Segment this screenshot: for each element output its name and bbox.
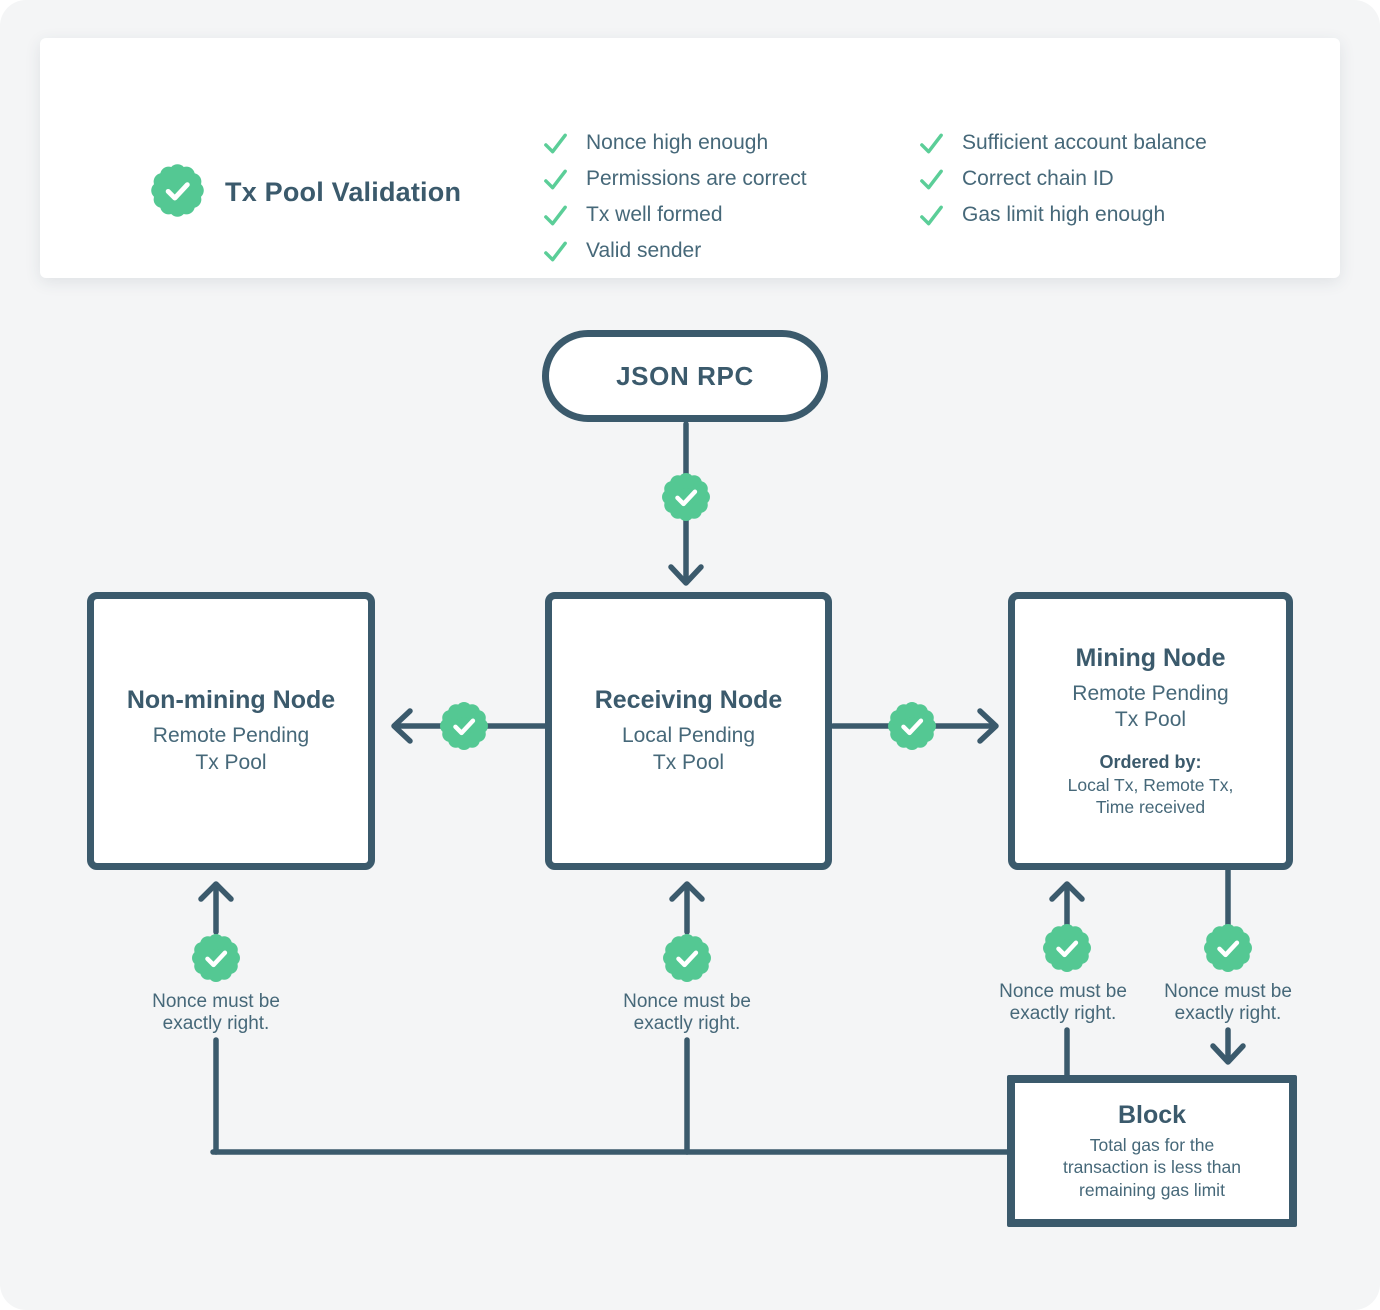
pool-line: Remote Pending [1072, 682, 1229, 706]
node-block: Block Total gas for the transaction is l… [1007, 1075, 1297, 1227]
nonce-note: Nonce must be exactly right. [572, 991, 802, 1036]
checklist-item: Valid sender [542, 233, 807, 269]
pool-line: Tx Pool [195, 750, 267, 774]
pool-line: Tx Pool [652, 750, 725, 774]
ordered-by-section: Ordered by: Local Tx, Remote Tx, Time re… [1068, 751, 1234, 818]
check-seal-icon [438, 700, 490, 752]
check-icon [918, 166, 945, 193]
pool-line: Local Pending [621, 724, 756, 748]
checklist-item-label: Sufficient account balance [962, 131, 1207, 154]
note-line: exactly right. [1009, 1003, 1117, 1025]
node-subtitle: Remote Pending Tx Pool [1072, 681, 1228, 733]
checklist-item-label: Valid sender [586, 239, 702, 262]
checklist-item: Tx well formed [542, 197, 807, 233]
body-line: transaction is less than [1062, 1157, 1241, 1178]
check-seal-icon [149, 162, 206, 219]
ordered-by-line: Local Tx, Remote Tx, [1067, 774, 1234, 795]
checklist-item-label: Correct chain ID [962, 167, 1114, 190]
node-json-rpc: JSON RPC [542, 330, 828, 422]
validation-checklist-column-2: Sufficient account balance Correct chain… [918, 125, 1207, 233]
check-seal-icon [660, 471, 712, 523]
nonce-note: Nonce must be exactly right. [948, 981, 1178, 1026]
checklist-item: Nonce high enough [542, 125, 807, 161]
checklist-item-label: Nonce high enough [586, 131, 769, 154]
check-seal-icon [1202, 922, 1254, 974]
check-seal-icon [661, 932, 713, 984]
checklist-item: Correct chain ID [918, 161, 1207, 197]
note-line: Nonce must be [152, 991, 280, 1012]
check-seal-icon [190, 932, 242, 984]
checklist-item-label: Gas limit high enough [962, 203, 1166, 226]
note-line: exactly right. [162, 1013, 270, 1035]
check-icon [542, 202, 569, 229]
note-line: exactly right. [1174, 1003, 1282, 1025]
ordered-by-label: Ordered by: [1099, 752, 1202, 773]
checklist-item: Permissions are correct [542, 161, 807, 197]
node-receiving: Receiving Node Local Pending Tx Pool [545, 592, 832, 870]
node-mining: Mining Node Remote Pending Tx Pool Order… [1008, 592, 1293, 870]
node-title: Receiving Node [594, 686, 783, 715]
body-line: remaining gas limit [1079, 1179, 1225, 1200]
nonce-note: Nonce must be exactly right. [1113, 981, 1343, 1026]
node-json-rpc-label: JSON RPC [616, 360, 754, 391]
node-non-mining: Non-mining Node Remote Pending Tx Pool [87, 592, 375, 870]
check-seal-icon [886, 700, 938, 752]
node-title: Mining Node [1075, 644, 1226, 673]
node-subtitle: Remote Pending Tx Pool [153, 723, 309, 775]
note-line: Nonce must be [1164, 981, 1292, 1002]
checklist-item: Gas limit high enough [918, 197, 1207, 233]
node-title: Block [1117, 1101, 1187, 1130]
checklist-item-label: Tx well formed [586, 203, 723, 226]
validation-checklist-column-1: Nonce high enough Permissions are correc… [542, 125, 807, 269]
node-subtitle: Local Pending Tx Pool [622, 723, 755, 775]
check-seal-icon [1041, 922, 1093, 974]
check-icon [542, 166, 569, 193]
check-icon [542, 238, 569, 265]
validation-card: Tx Pool Validation Nonce high enough Per… [40, 38, 1340, 278]
note-line: Nonce must be [623, 991, 751, 1012]
ordered-by-line: Time received [1095, 796, 1206, 817]
pool-line: Tx Pool [1114, 708, 1187, 732]
node-body: Total gas for the transaction is less th… [1063, 1134, 1241, 1201]
nonce-note: Nonce must be exactly right. [101, 991, 331, 1036]
checklist-item: Sufficient account balance [918, 125, 1207, 161]
pool-line: Remote Pending [152, 724, 310, 748]
note-line: Nonce must be [999, 981, 1127, 1002]
card-title: Tx Pool Validation [225, 177, 462, 207]
check-icon [918, 130, 945, 157]
check-icon [542, 130, 569, 157]
body-line: Total gas for the [1089, 1135, 1215, 1156]
checklist-item-label: Permissions are correct [586, 167, 807, 190]
note-line: exactly right. [633, 1013, 741, 1035]
check-icon [918, 202, 945, 229]
node-title: Non-mining Node [126, 686, 336, 715]
